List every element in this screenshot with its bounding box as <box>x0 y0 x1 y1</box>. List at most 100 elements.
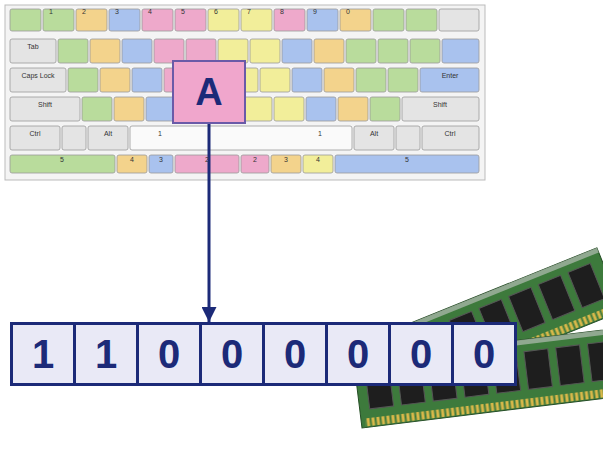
key <box>378 39 408 63</box>
key <box>274 97 304 121</box>
key <box>324 68 354 92</box>
key-label: 3 <box>159 156 163 164</box>
key <box>370 97 400 121</box>
bit-cell: 0 <box>262 322 328 386</box>
key-label: Enter <box>442 72 459 80</box>
key-label: 1 <box>158 130 162 138</box>
key <box>132 68 162 92</box>
key <box>62 126 86 150</box>
key-label: 8 <box>280 8 284 16</box>
key <box>274 9 305 31</box>
key-label: 6 <box>214 8 218 16</box>
key <box>306 97 336 121</box>
key <box>10 9 41 31</box>
key <box>122 39 152 63</box>
key <box>260 68 290 92</box>
key <box>114 97 144 121</box>
key <box>420 68 479 92</box>
key-label: 2 <box>205 156 209 164</box>
key <box>10 126 60 150</box>
key-cap: A <box>172 60 246 124</box>
key <box>109 9 140 31</box>
key <box>356 68 386 92</box>
key <box>314 39 344 63</box>
key-label: 5 <box>181 8 185 16</box>
key <box>406 9 437 31</box>
bit-cell: 0 <box>451 322 517 386</box>
key <box>346 39 376 63</box>
key-label: Alt <box>104 130 112 138</box>
key <box>142 9 173 31</box>
key <box>10 155 115 173</box>
key <box>100 68 130 92</box>
memory-chip <box>524 349 552 390</box>
key-label: Ctrl <box>445 130 456 138</box>
key <box>10 68 66 92</box>
key-label: Caps Lock <box>21 72 54 80</box>
key-label: 4 <box>130 156 134 164</box>
memory-chip <box>556 345 584 386</box>
key <box>338 97 368 121</box>
memory-chip <box>568 263 603 307</box>
key <box>410 39 440 63</box>
key-label: 9 <box>313 8 317 16</box>
keyboard-keys <box>10 9 479 173</box>
key <box>149 155 173 173</box>
key <box>396 126 420 150</box>
key <box>58 39 88 63</box>
key <box>90 39 120 63</box>
key <box>175 9 206 31</box>
bit-digit: 1 <box>95 334 117 374</box>
bit-cell: 0 <box>136 322 202 386</box>
key <box>373 9 404 31</box>
key <box>442 39 479 63</box>
key-label: 3 <box>115 8 119 16</box>
key-label: Tab <box>27 43 38 51</box>
key <box>10 97 80 121</box>
key-label: Ctrl <box>30 130 41 138</box>
key <box>340 9 371 31</box>
key <box>335 155 479 173</box>
bit-cell: 0 <box>199 322 265 386</box>
key <box>117 155 147 173</box>
bit-digit: 0 <box>410 334 432 374</box>
key <box>292 68 322 92</box>
key <box>422 126 479 150</box>
key <box>303 155 333 173</box>
memory-chip <box>587 341 603 382</box>
key-label: 4 <box>316 156 320 164</box>
key <box>88 126 128 150</box>
key-label: Shift <box>38 101 52 109</box>
bit-cell: 1 <box>10 322 76 386</box>
key <box>208 9 239 31</box>
key <box>130 126 352 150</box>
key-label: 2 <box>82 8 86 16</box>
key <box>271 155 301 173</box>
bit-digit: 0 <box>347 334 369 374</box>
bit-cell: 0 <box>325 322 391 386</box>
key-label: 5 <box>405 156 409 164</box>
arrow <box>208 124 211 322</box>
key-label: 2 <box>253 156 257 164</box>
bit-cell: 0 <box>388 322 454 386</box>
key <box>388 68 418 92</box>
key-label: 3 <box>284 156 288 164</box>
key <box>43 9 74 31</box>
key-label: 1 <box>318 130 322 138</box>
key <box>439 9 479 31</box>
key-label: 4 <box>148 8 152 16</box>
key-label: Shift <box>433 101 447 109</box>
key <box>402 97 479 121</box>
key <box>307 9 338 31</box>
key <box>82 97 112 121</box>
bit-cell: 1 <box>73 322 139 386</box>
key <box>241 155 269 173</box>
key <box>241 9 272 31</box>
bit-digit: 0 <box>284 334 306 374</box>
key-label: 1 <box>49 8 53 16</box>
key <box>76 9 107 31</box>
key <box>242 97 272 121</box>
key <box>282 39 312 63</box>
